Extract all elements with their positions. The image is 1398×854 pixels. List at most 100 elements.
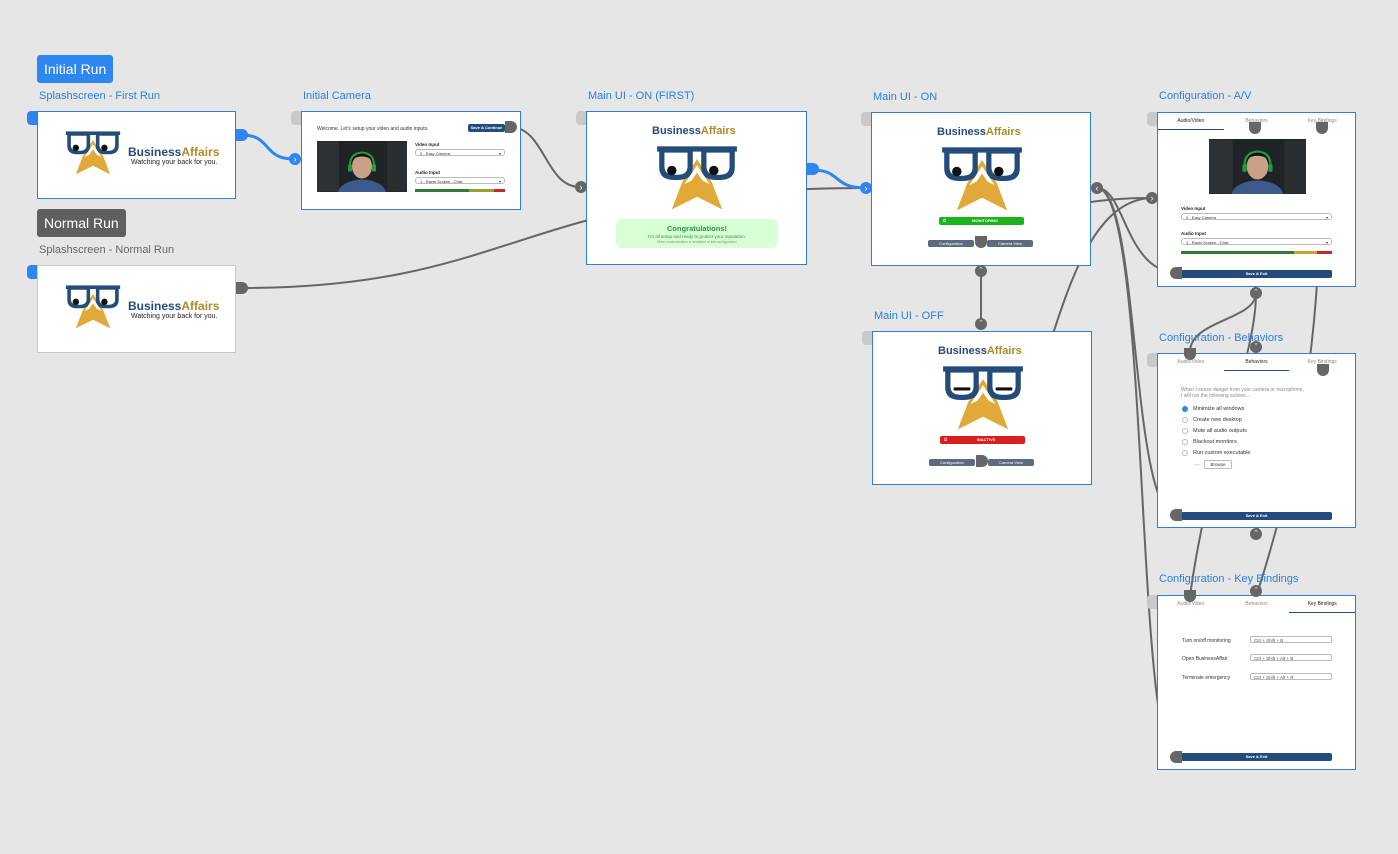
tab-behaviors[interactable]: Behaviors xyxy=(1223,354,1290,371)
output-port[interactable] xyxy=(1249,122,1261,134)
chevron-down-icon: ▾ xyxy=(498,151,501,156)
chevron-right-icon[interactable]: › xyxy=(575,181,587,193)
tab-audio-video[interactable]: Audio/Video xyxy=(1177,359,1205,365)
chevron-left-icon[interactable]: ‹ xyxy=(1091,182,1103,194)
behaviors-intro-1: When I sense danger from your camera or … xyxy=(1181,387,1304,393)
input-port[interactable] xyxy=(1170,751,1182,763)
save-continue-button[interactable]: Save & Continue xyxy=(468,124,505,132)
brand-name: BusinessAffairs xyxy=(128,145,220,159)
option-minimize-windows[interactable]: Minimize all windows xyxy=(1182,406,1244,412)
output-port[interactable] xyxy=(1317,364,1329,376)
checkbox[interactable] xyxy=(1182,439,1188,445)
brand-name: BusinessAffairs xyxy=(938,345,1022,357)
congrats-note: More customization is available in the c… xyxy=(657,240,737,244)
camera-view-button[interactable]: Camera View xyxy=(987,240,1033,247)
input-port[interactable] xyxy=(1170,267,1182,279)
output-port[interactable] xyxy=(236,129,248,141)
option-blackout-monitors[interactable]: Blackout monitors xyxy=(1182,439,1237,445)
output-port[interactable] xyxy=(1184,348,1196,360)
save-exit-button[interactable]: Save & Exit xyxy=(1181,512,1332,520)
output-port[interactable] xyxy=(505,121,517,133)
congrats-subtitle: I'm all setup and ready to protect your … xyxy=(648,234,746,239)
video-input-select[interactable]: 0 - Easy Camera▾ xyxy=(1181,213,1332,220)
power-icon: ⏻ xyxy=(943,218,947,223)
config-tabs: Audio/Video Behaviors Key Bindings xyxy=(1158,354,1355,371)
audio-input-select[interactable]: 1 - Razer Kraken - Chat▾ xyxy=(1181,238,1332,245)
output-port[interactable] xyxy=(1184,590,1196,602)
output-port[interactable] xyxy=(236,282,248,294)
checkbox[interactable] xyxy=(1182,417,1188,423)
browse-button[interactable]: Browse xyxy=(1204,460,1232,469)
audio-input-label: Audio Input xyxy=(415,170,440,175)
chevron-down-icon[interactable]: ˇ xyxy=(1250,341,1262,353)
camera-view-button[interactable]: Camera View xyxy=(988,459,1034,466)
tab-audio-video[interactable]: Audio/Video xyxy=(1158,113,1224,130)
keybind-label-terminate: Terminate emergency xyxy=(1182,675,1231,681)
audio-level-meter xyxy=(1181,251,1332,254)
config-behaviors-screen[interactable]: Audio/Video Behaviors Key Bindings When … xyxy=(1157,353,1356,528)
chevron-down-icon[interactable]: ˇ xyxy=(1250,585,1262,597)
brand-name: BusinessAffairs xyxy=(128,299,220,313)
keybind-label-toggle: Turn on/off monitoring xyxy=(1182,638,1231,644)
output-port[interactable] xyxy=(975,236,987,248)
video-input-select[interactable]: 0 - Easy Camera▾ xyxy=(415,149,505,156)
initial-camera-screen[interactable]: Welcome. Let's setup your video and audi… xyxy=(301,111,521,210)
glasses-logo-icon xyxy=(940,145,1024,219)
keybind-field-toggle[interactable]: Ctrl + Shift + B xyxy=(1250,636,1332,643)
keybind-field-open[interactable]: Ctrl + Shift + Alt + B xyxy=(1250,654,1332,661)
configuration-button[interactable]: Configuration xyxy=(929,459,975,466)
tab-key-bindings[interactable]: Key Bindings xyxy=(1289,596,1355,613)
welcome-text: Welcome. Let's setup your video and audi… xyxy=(317,126,429,132)
splash-first-screen[interactable]: BusinessAffairs Watching your back for y… xyxy=(37,111,236,199)
splash-normal-screen[interactable]: BusinessAffairs Watching your back for y… xyxy=(37,265,236,353)
output-port[interactable] xyxy=(976,455,988,467)
input-port[interactable] xyxy=(1170,509,1182,521)
output-port[interactable] xyxy=(1316,122,1328,134)
output-port[interactable] xyxy=(807,163,819,175)
audio-input-select[interactable]: 1 - Razer Kraken - Chat▾ xyxy=(415,177,505,184)
tab-audio-video[interactable]: Audio/Video xyxy=(1177,601,1205,607)
chevron-up-icon[interactable]: ˆ xyxy=(1250,528,1262,540)
monitoring-toggle[interactable]: ⏻MONITORING xyxy=(939,217,1024,225)
configuration-button[interactable]: Configuration xyxy=(928,240,974,247)
config-tabs: Audio/Video Behaviors Key Bindings xyxy=(1158,596,1355,613)
checkbox[interactable] xyxy=(1182,450,1188,456)
chevron-down-icon[interactable]: ˇ xyxy=(975,318,987,330)
tab-behaviors[interactable]: Behaviors xyxy=(1245,118,1268,124)
webcam-preview xyxy=(317,141,407,192)
screen-flag xyxy=(291,111,301,125)
chevron-right-icon[interactable]: › xyxy=(289,153,301,165)
tab-key-bindings[interactable]: Key Bindings xyxy=(1307,359,1337,365)
normal-run-label[interactable]: Normal Run xyxy=(37,209,126,237)
chevron-down-icon: ▾ xyxy=(498,179,501,184)
checkbox[interactable] xyxy=(1182,428,1188,434)
screen-flag xyxy=(576,111,586,125)
chevron-up-icon[interactable]: ˆ xyxy=(975,265,987,277)
behaviors-intro-2: I will run the following actions... xyxy=(1181,393,1250,399)
screen-flag xyxy=(27,111,37,125)
save-exit-button[interactable]: Save & Exit xyxy=(1181,753,1332,761)
tab-key-bindings[interactable]: Key Bindings xyxy=(1307,118,1337,124)
main-on-first-screen[interactable]: BusinessAffairs Congratulations! I'm all… xyxy=(586,111,807,265)
chevron-up-icon[interactable]: ˆ xyxy=(1250,287,1262,299)
option-mute-audio[interactable]: Mute all audio outputs xyxy=(1182,428,1247,434)
brand-tagline: Watching your back for you. xyxy=(131,159,218,166)
config-av-screen[interactable]: Audio/Video Behaviors Key Bindings Video… xyxy=(1157,112,1356,287)
initial-run-label[interactable]: Initial Run xyxy=(37,55,114,83)
option-create-desktop[interactable]: Create new desktop xyxy=(1182,417,1242,423)
glasses-logo-icon xyxy=(655,144,739,218)
screen-flag xyxy=(27,265,37,279)
config-keys-screen[interactable]: Audio/Video Behaviors Key Bindings Turn … xyxy=(1157,595,1356,770)
chevron-right-icon[interactable]: › xyxy=(1146,192,1158,204)
save-exit-button[interactable]: Save & Exit xyxy=(1181,270,1332,278)
option-run-executable[interactable]: Run custom executable xyxy=(1182,450,1250,456)
keybind-field-terminate[interactable]: Ctrl + Shift + Alt + R xyxy=(1250,673,1332,680)
monitoring-toggle[interactable]: ⏻INACTIVE xyxy=(940,436,1025,444)
tab-behaviors[interactable]: Behaviors xyxy=(1245,601,1268,607)
video-input-label: Video Input xyxy=(1181,206,1206,211)
screen-title-config-keys: Configuration - Key Bindings xyxy=(1159,573,1299,585)
screen-flag xyxy=(1147,353,1157,367)
glasses-logo-icon xyxy=(63,130,123,180)
checkbox-checked[interactable] xyxy=(1182,406,1188,412)
chevron-right-icon[interactable]: › xyxy=(860,182,872,194)
